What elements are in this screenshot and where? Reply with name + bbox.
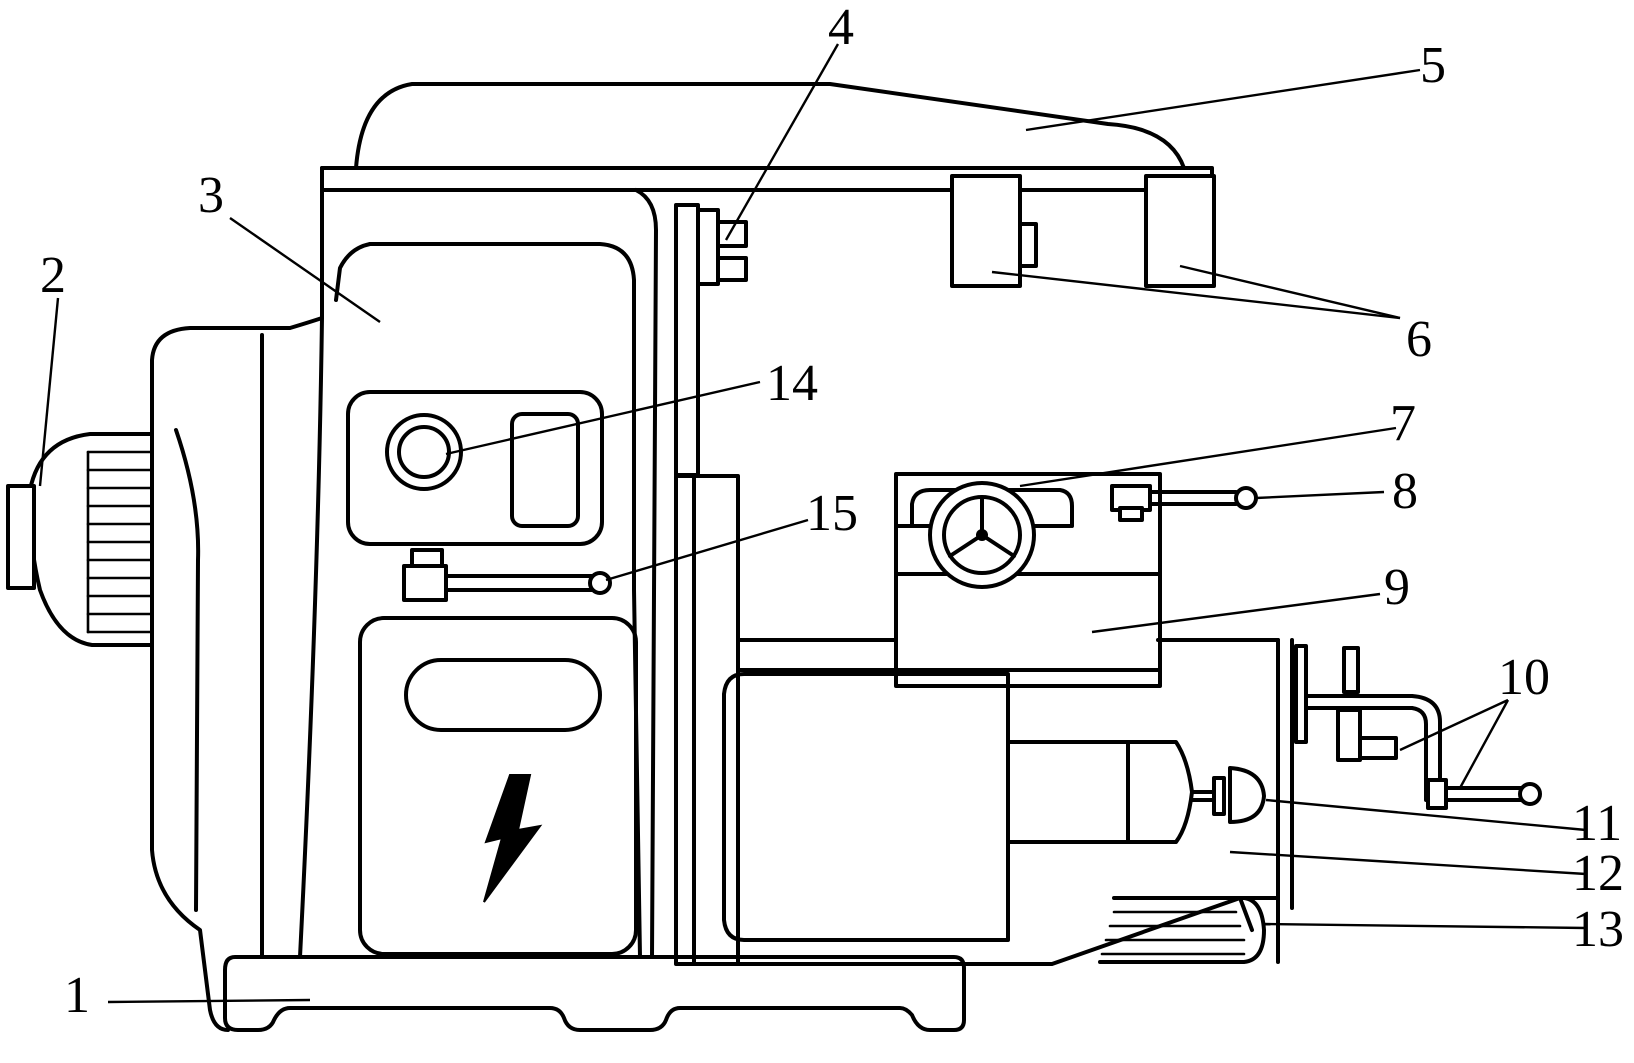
machine-base — [223, 955, 966, 1032]
callout-6: 6 — [1406, 311, 1432, 368]
vertical-head — [722, 638, 1294, 964]
column — [298, 166, 1214, 959]
feed-lever — [1110, 484, 1258, 522]
handwheel — [928, 481, 1036, 589]
clamp-levers — [1294, 644, 1542, 810]
arbor-supports — [950, 174, 1216, 288]
callout-11: 11 — [1572, 795, 1622, 852]
motor-fins — [86, 450, 154, 634]
callout-2: 2 — [40, 247, 66, 304]
worktable — [894, 472, 1162, 688]
callout-7: 7 — [1390, 395, 1416, 452]
callout-14: 14 — [766, 355, 818, 412]
callout-4: 4 — [828, 0, 854, 56]
callout-10: 10 — [1498, 649, 1550, 706]
callout-12: 12 — [1572, 845, 1624, 902]
column-guideway — [674, 203, 748, 477]
drive-guard — [150, 166, 324, 1032]
callout-8: 8 — [1392, 463, 1418, 520]
callout-labels: 1 2 3 4 5 6 7 8 9 10 11 12 13 14 15 — [40, 0, 1624, 1024]
main-motor — [6, 432, 154, 647]
feed-motor — [1098, 896, 1266, 964]
callout-13: 13 — [1572, 901, 1624, 958]
leader-lines — [38, 43, 1587, 1004]
callout-5: 5 — [1420, 37, 1446, 94]
overarm — [354, 82, 1186, 170]
lightning-bolt-icon — [483, 774, 543, 903]
callout-15: 15 — [806, 485, 858, 542]
callout-9: 9 — [1384, 559, 1410, 616]
callout-1: 1 — [64, 967, 90, 1024]
callout-3: 3 — [198, 167, 224, 224]
